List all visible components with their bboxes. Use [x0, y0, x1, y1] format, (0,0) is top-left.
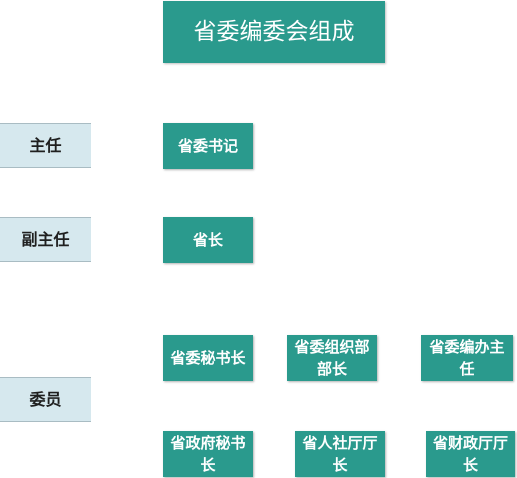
role-label-members: 委员: [0, 377, 91, 422]
node-provincial-party-secretary: 省委书记: [163, 123, 253, 169]
node-organization-department-head: 省委组织部部长: [287, 335, 377, 381]
node-government-secretary-general: 省政府秘书长: [163, 431, 253, 477]
role-label-deputy-director: 副主任: [0, 217, 91, 262]
node-party-committee-secretary-general: 省委秘书长: [163, 335, 253, 381]
node-establishment-office-director: 省委编办主任: [421, 335, 513, 381]
node-governor: 省长: [163, 217, 253, 263]
node-human-resources-director: 省人社厅厅长: [295, 431, 385, 477]
diagram-title: 省委编委会组成: [163, 1, 385, 63]
role-label-director: 主任: [0, 123, 91, 168]
node-finance-director: 省财政厅厅长: [426, 431, 515, 477]
